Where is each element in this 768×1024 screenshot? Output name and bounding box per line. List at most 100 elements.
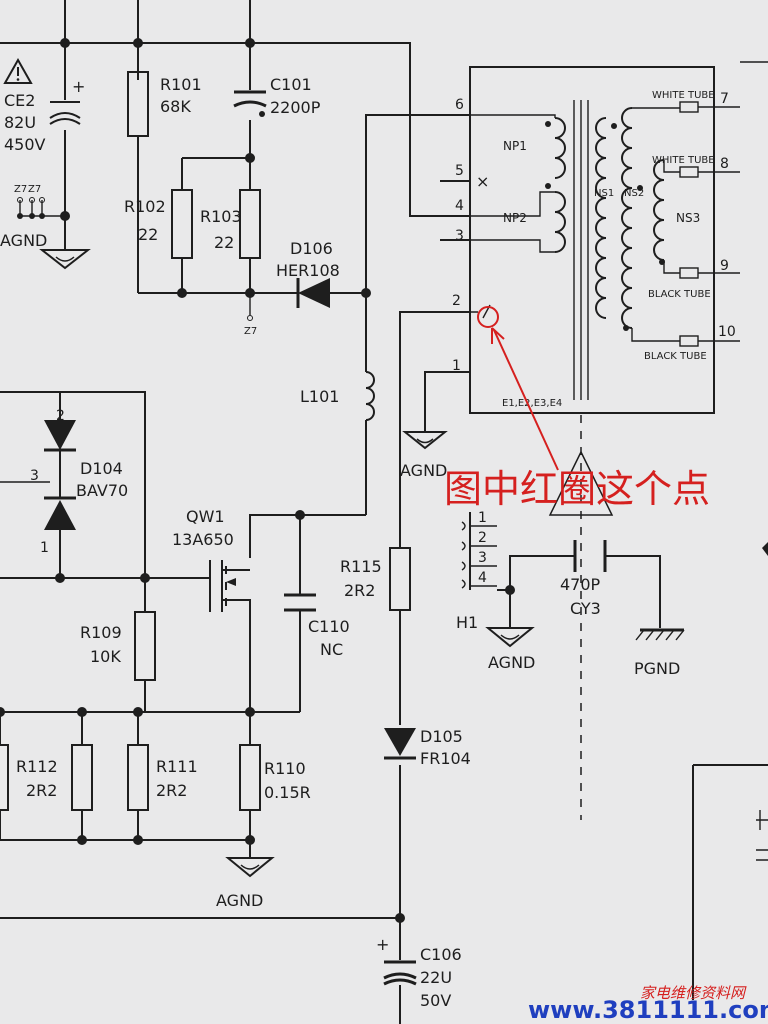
header-h1: 1 2 3 4 H1 <box>456 510 497 632</box>
agnd-label-2: AGND <box>400 461 447 480</box>
agnd-label-1: AGND <box>0 231 47 250</box>
d106-value: HER108 <box>276 261 340 280</box>
agnd-label-3: AGND <box>216 891 263 910</box>
np1-label: NP1 <box>503 139 527 153</box>
c106-voltage: 50V <box>420 991 451 1010</box>
r103-value: 22 <box>214 233 234 252</box>
h1-pin-2: 2 <box>478 530 487 546</box>
capacitor-c110: C110 NC <box>284 593 350 659</box>
pin-6: 6 <box>455 97 464 113</box>
r109-value: 10K <box>90 647 121 666</box>
d105-ref: D105 <box>420 727 463 746</box>
resistor-r110: R110 0.15R <box>239 744 311 811</box>
r102-value: 22 <box>138 225 158 244</box>
pin-9: 9 <box>720 258 729 274</box>
tube-label-3: BLACK TUBE <box>648 289 711 300</box>
np2-label: NP2 <box>503 211 527 225</box>
resistor-r101: R101 68K <box>127 71 202 137</box>
c101-value: 2200P <box>270 98 321 117</box>
h1-ref: H1 <box>456 613 478 632</box>
resistor-r115: R115 2R2 <box>340 547 411 611</box>
d104-value: BAV70 <box>76 481 128 500</box>
ns2-label: NS2 <box>624 188 644 199</box>
z7-mark-1: Z7 <box>14 184 27 195</box>
agnd-ground-symbol-2 <box>402 431 448 450</box>
l101-ref: L101 <box>300 387 339 406</box>
h1-pin-3: 3 <box>478 550 487 566</box>
z7-mark-3: Z7 <box>244 326 257 337</box>
r115-ref: R115 <box>340 557 382 576</box>
c110-value: NC <box>320 640 343 659</box>
resistor-r103: R103 22 <box>200 189 261 259</box>
test-points-left: Z7 Z7 <box>14 184 65 219</box>
r109-ref: R109 <box>80 623 122 642</box>
annotation-text: 图中红圈这个点 <box>444 467 710 511</box>
d104-pin-3: 3 <box>30 468 39 484</box>
r112-ref: R112 <box>16 757 58 776</box>
ns3-label: NS3 <box>676 211 700 225</box>
watermark-site-name: 家电维修资料网 <box>640 984 747 1002</box>
r110-ref: R110 <box>264 759 306 778</box>
d106-ref: D106 <box>290 239 333 258</box>
d104-pin-1: 1 <box>40 540 49 556</box>
capacitor-c101: C101 2200P <box>233 75 321 117</box>
pin-10: 10 <box>718 324 736 340</box>
inductor-l101: L101 <box>300 371 375 421</box>
r111-value: 2R2 <box>156 781 187 800</box>
resistor-left-edge <box>0 744 9 811</box>
pin5-nc-mark: × <box>476 172 489 191</box>
r112-value: 2R2 <box>26 781 57 800</box>
capacitor-c106: + C106 22U 50V <box>376 935 462 1010</box>
ce2-voltage: 450V <box>4 135 46 154</box>
pin-4: 4 <box>455 198 464 214</box>
agnd-label-4: AGND <box>488 653 535 672</box>
c101-ref: C101 <box>270 75 312 94</box>
qw1-value: 13A650 <box>172 530 234 549</box>
warning-icon <box>3 57 33 84</box>
pin-8: 8 <box>720 156 729 172</box>
h1-pin-4: 4 <box>478 570 487 586</box>
tube-label-4: BLACK TUBE <box>644 351 707 362</box>
cy3-ref: CY3 <box>570 599 601 618</box>
ce2-value: 82U <box>4 113 36 132</box>
agnd-ground-symbol-3 <box>225 857 275 878</box>
pin-7: 7 <box>720 91 729 107</box>
agnd-ground-symbol-1 <box>39 216 91 270</box>
c106-ref: C106 <box>420 945 462 964</box>
qw1-ref: QW1 <box>186 507 225 526</box>
pin-3: 3 <box>455 228 464 244</box>
r103-ref: R103 <box>200 207 242 226</box>
pgnd-label: PGND <box>634 659 680 678</box>
pin-5: 5 <box>455 163 464 179</box>
ce2-ref: CE2 <box>4 91 35 110</box>
watermark: www.3811111.com 家电维修资料网 <box>528 984 768 1024</box>
cy3-value: 470P <box>560 575 601 594</box>
z7-mark-2: Z7 <box>28 184 41 195</box>
r102-ref: R102 <box>124 197 166 216</box>
red-annotation: 图中红圈这个点 <box>444 306 710 511</box>
resistor-r109: R109 10K <box>80 611 156 681</box>
r101-ref: R101 <box>160 75 202 94</box>
pin-1: 1 <box>452 358 461 374</box>
ns1-label: NS1 <box>594 188 614 199</box>
capacitor-cy3: 470P CY3 <box>560 540 607 618</box>
resistor-r111: R111 2R2 <box>127 744 198 811</box>
d105-value: FR104 <box>420 749 471 768</box>
resistor-r112: R112 2R2 <box>16 744 93 811</box>
r101-value: 68K <box>160 97 191 116</box>
diode-d105: D105 FR104 <box>384 727 471 768</box>
c106-value: 22U <box>420 968 452 987</box>
diode-d106: D106 HER108 <box>276 239 340 308</box>
c110-ref: C110 <box>308 617 350 636</box>
test-point-z7-mid: Z7 <box>244 293 257 337</box>
c106-plus: + <box>376 935 389 954</box>
right-edge-fragments <box>740 61 768 861</box>
pgnd-ground-symbol <box>635 628 685 641</box>
r110-value: 0.15R <box>264 783 311 802</box>
tube-label-2: WHITE TUBE <box>652 155 715 166</box>
tube-label-1: WHITE TUBE <box>652 90 715 101</box>
h1-pin-1: 1 <box>478 510 487 526</box>
agnd-ground-symbol-4 <box>485 627 535 648</box>
